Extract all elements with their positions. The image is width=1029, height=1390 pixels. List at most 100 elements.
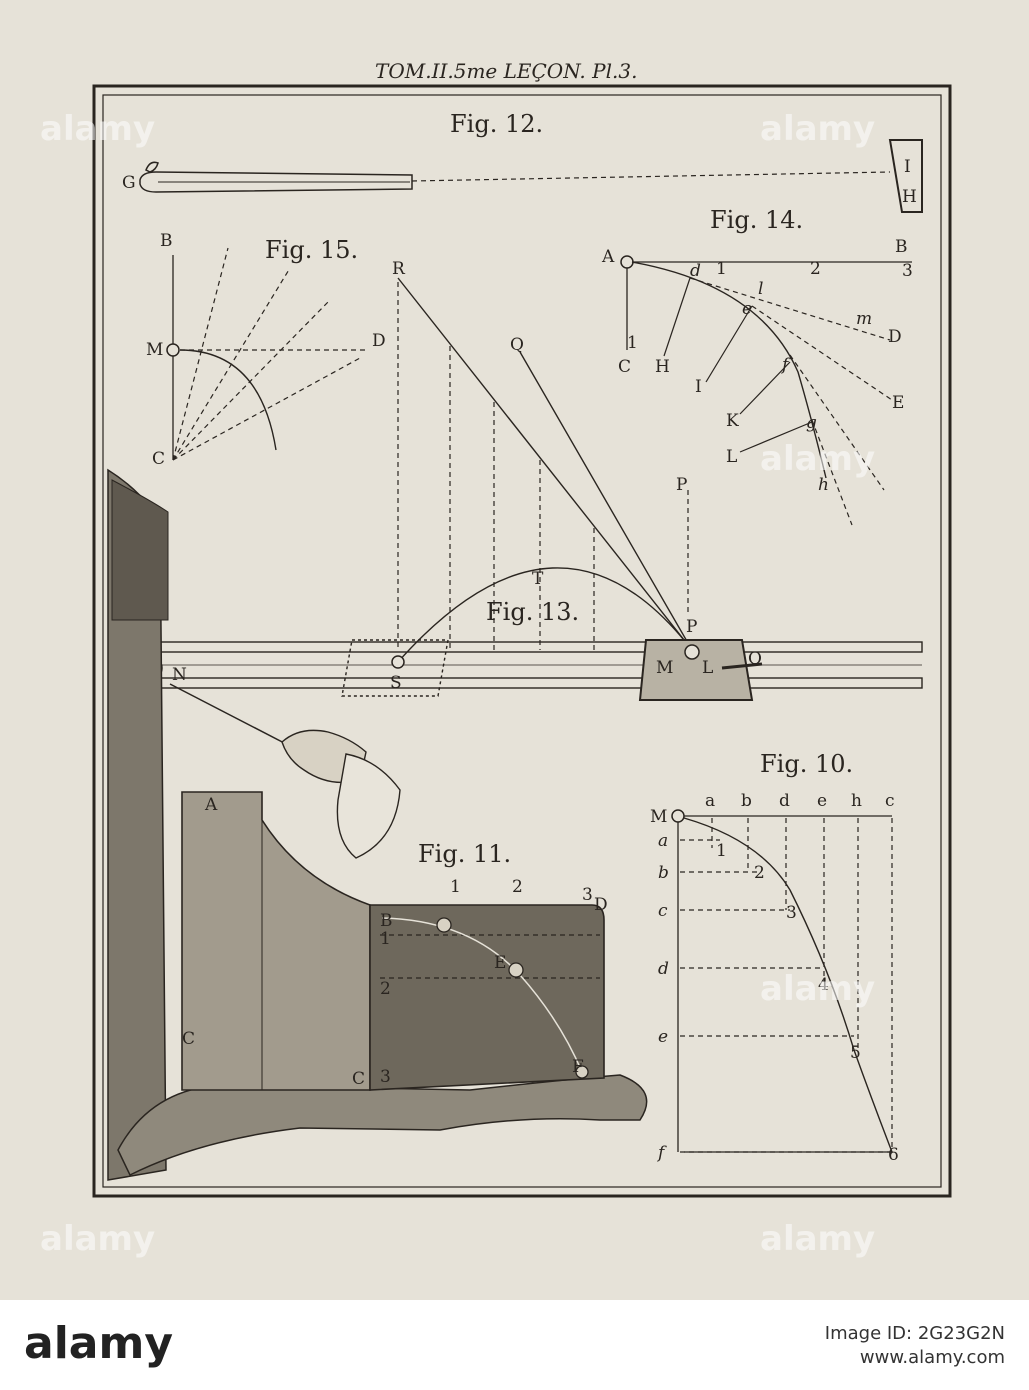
fig14-label-A: A (601, 247, 615, 267)
fig14-label-h: h (818, 475, 829, 495)
ball-start (391, 655, 405, 669)
fig14-label-c1: 1 (627, 333, 638, 353)
fig10-top-label: b (741, 791, 752, 811)
fig11-title: Fig. 11. (418, 840, 511, 868)
fig10-side-label: b (658, 863, 669, 883)
carriage-moving (638, 639, 754, 701)
fig15-ray-3 (172, 299, 331, 461)
site-url[interactable]: www.alamy.com (859, 1347, 1005, 1368)
fig10-corner-M: M (650, 807, 667, 827)
fig12-label-G: G (122, 173, 136, 193)
fig10-side-label: e (658, 1027, 668, 1047)
watermark-2: alamy (760, 969, 875, 1009)
fig10-point-number: 3 (786, 903, 797, 923)
fig10-point-number: 4 (818, 975, 829, 995)
pillar-crest (111, 479, 169, 621)
fig14-label-n1: 1 (716, 259, 727, 279)
fig15-label-D: D (372, 331, 386, 351)
figure-15: Fig. 15. B M D C (146, 231, 386, 469)
fig12-title: Fig. 12. (450, 110, 543, 138)
fig10-side-label: c (658, 901, 668, 921)
pull-string (169, 683, 291, 747)
fig14-label-g: g (806, 413, 817, 433)
fig14-ray-g (811, 419, 853, 526)
fig11-label-F: F (572, 1057, 584, 1077)
fig14-pivot (620, 255, 634, 269)
fig14-seg-L (739, 421, 813, 453)
fig10-point-number: 2 (754, 863, 765, 883)
ball-launcher (684, 644, 700, 660)
image-id: Image ID: 2G23G2N (824, 1323, 1005, 1344)
telescope-tube (139, 171, 413, 193)
fig14-title: Fig. 14. (710, 206, 803, 234)
ring-2 (508, 962, 524, 978)
fig11-label-C: C (352, 1069, 365, 1089)
lace-cuff-icon (336, 753, 401, 859)
target-board (888, 139, 923, 213)
fig10-top-label: a (705, 791, 715, 811)
fig11-label-A: A (204, 795, 218, 815)
fig11-label-E: E (494, 953, 506, 973)
fig14-seg-H (663, 277, 691, 357)
watermark-1: alamy (760, 109, 875, 149)
fig13-parabola (397, 567, 693, 663)
fig14-ray-f (789, 354, 885, 491)
fig14-label-e: e (742, 299, 752, 319)
fig13-line-Q (519, 351, 693, 651)
fig14-label-m: m (856, 309, 872, 329)
fig10-side-label: a (658, 831, 668, 851)
stock-footer (0, 1300, 1029, 1390)
figure-13: Fig. 13. R Q T P P S M L O N (137, 259, 923, 859)
fig12-label-H: H (902, 187, 917, 207)
outer-frame (92, 84, 952, 1198)
fig14-label-B: B (895, 237, 908, 257)
fig11-label-s3: 3 (380, 1067, 391, 1087)
fig15-label-M: M (146, 340, 163, 360)
fig13-label-O: O (748, 649, 762, 669)
watermark-4: alamy (40, 1219, 155, 1259)
fig14-label-L: L (726, 447, 737, 467)
fig11-label-C2: C (182, 1029, 195, 1049)
fig10-top-label: d (779, 791, 790, 811)
inner-frame (102, 94, 942, 1188)
fig10-point-number: 5 (850, 1043, 861, 1063)
fig14-label-f: f (780, 355, 791, 375)
fig14-label-K: K (726, 411, 739, 431)
fig14-seg-I (705, 305, 753, 383)
fig15-arc (179, 349, 277, 451)
board-BD (369, 904, 605, 1091)
fig13-title: Fig. 13. (486, 598, 579, 626)
fig11-label-s2: 2 (380, 979, 391, 999)
fig12-label-I: I (904, 157, 911, 177)
eye-piece-icon (145, 161, 159, 173)
plate-drawing: TOM.II.5me LEÇON. Pl.3. Fig. 12. G I H F… (40, 59, 952, 1259)
fig13-label-S: S (390, 673, 402, 693)
fig15-ray-2 (172, 267, 291, 461)
fig14-label-H: H (655, 357, 670, 377)
fig10-top-label: c (885, 791, 895, 811)
ring-1 (436, 917, 452, 933)
fig13-line-R (397, 277, 693, 651)
fig13-label-M: M (656, 658, 673, 678)
fig13-label-Q: Q (510, 335, 524, 355)
fig13-label-L: L (702, 658, 713, 678)
fig10-side-label: f (656, 1143, 667, 1163)
stock-logo[interactable]: alamy (24, 1318, 173, 1369)
fig15-label-C: C (152, 449, 165, 469)
fig13-label-N: N (172, 665, 187, 685)
figure-14: Fig. 14. A B 1 2 3 d l m D e E f g h C 1… (601, 206, 913, 526)
fig14-label-C: C (618, 357, 631, 377)
fig11-label-D: D (594, 895, 608, 915)
sight-line (411, 171, 891, 182)
fig11-label-t1: 1 (450, 877, 461, 897)
fig11-label-s1: 1 (380, 929, 391, 949)
carriage-start (341, 639, 449, 697)
fig10-side-label: d (658, 959, 669, 979)
fig13-label-R: R (392, 259, 406, 279)
fig14-seg-K (739, 361, 791, 415)
fig14-label-n2: 2 (810, 259, 821, 279)
carriage-handle (721, 662, 763, 670)
fig13-label-T: T (532, 569, 544, 589)
fig14-label-E: E (892, 393, 904, 413)
